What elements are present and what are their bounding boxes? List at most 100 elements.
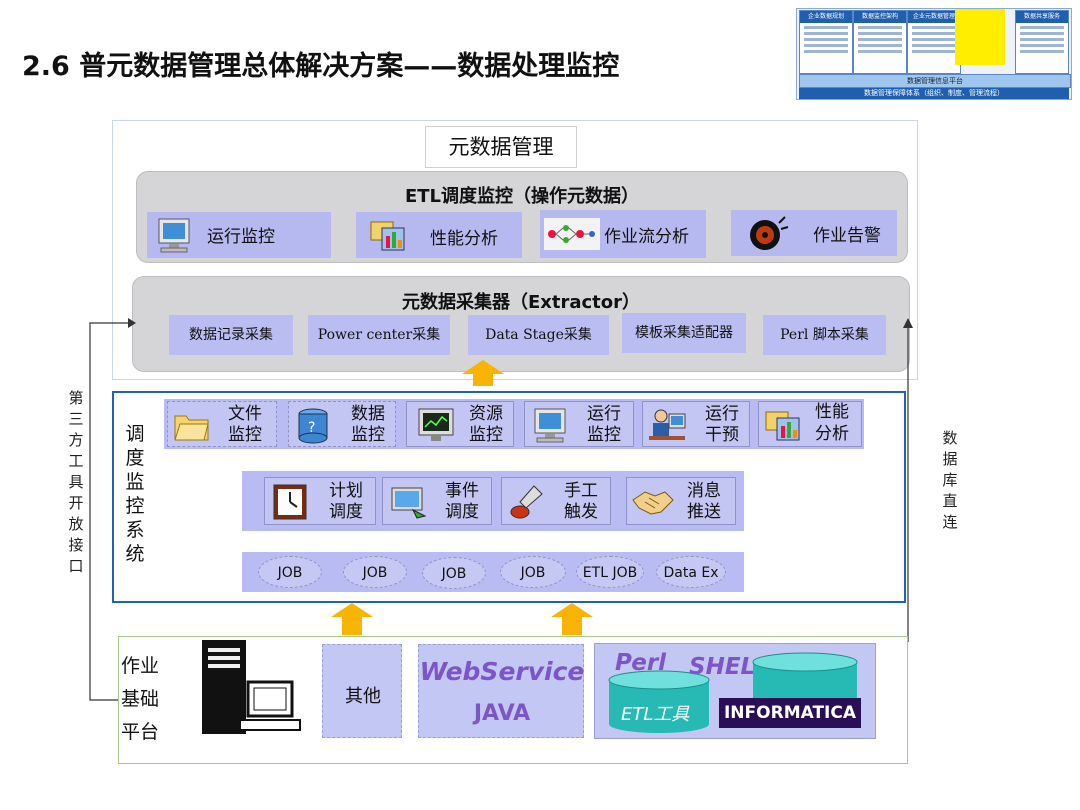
thumb-platform-bar: 数据管理信息平台 — [799, 74, 1071, 88]
webservice-java-box[interactable]: WebService JAVA — [418, 644, 584, 738]
shel-label: SHEL — [689, 654, 755, 680]
monitor-tile-resource[interactable]: 资源 监控 — [406, 401, 514, 447]
vertical-char: 开 — [66, 493, 86, 514]
monitor-tile-file[interactable]: 文件 监控 — [167, 401, 277, 447]
vertical-char: 第 — [66, 388, 86, 409]
monitor-tile-run[interactable]: 运行 监控 — [524, 401, 634, 447]
analysis-icon — [763, 406, 803, 444]
job-oval[interactable]: JOB — [258, 556, 322, 588]
server-icon — [196, 638, 306, 738]
etl-job-oval[interactable]: ETL JOB — [576, 556, 644, 588]
vertical-char: 接 — [66, 535, 86, 556]
tile-line2: 干预 — [705, 425, 739, 446]
vertical-char: 直 — [940, 491, 960, 512]
thumb-card: 企业数据规划 — [799, 10, 853, 74]
extractor-panel-title: 元数据采集器（Extractor） — [132, 288, 910, 314]
workflow-icon — [544, 218, 600, 250]
handshake-icon — [631, 484, 675, 520]
informatica-logo: INFORMATICA — [719, 698, 861, 728]
tile-line2: 调度 — [329, 502, 363, 523]
extractor-item-template[interactable]: 模板采集适配器 — [622, 313, 746, 353]
webservice-label: WebService — [419, 657, 585, 686]
vertical-char: 控 — [123, 494, 147, 518]
database-direct-label: 数据库直连 — [940, 428, 960, 533]
computer-icon — [531, 406, 571, 444]
thumb-card: 企业元数据管理 — [907, 10, 961, 74]
extractor-item-datastage[interactable]: Data Stage采集 — [468, 315, 609, 355]
job-oval[interactable]: JOB — [422, 557, 486, 589]
tile-line1: 手工 — [564, 481, 598, 502]
tile-line2: 监控 — [228, 425, 262, 446]
database-icon: ? — [293, 406, 333, 444]
base-label-line: 基础 — [121, 683, 159, 716]
etl-item-label: 作业流分析 — [604, 222, 689, 247]
etl-item-label: 作业告警 — [813, 221, 881, 246]
analysis-icon — [368, 216, 408, 254]
scheduler-label: 调度监控系统 — [123, 422, 147, 566]
etl-item-label: 运行监控 — [207, 222, 275, 247]
scheduler-label-text: 调度监控系统 — [123, 422, 147, 566]
third-party-interface-text: 第三方工具开放接口 — [66, 388, 86, 577]
base-label-line: 作业 — [121, 650, 159, 683]
tile-line2: 监控 — [587, 425, 621, 446]
svg-text:?: ? — [308, 420, 315, 436]
metadata-management-title: 元数据管理 — [425, 126, 577, 168]
computer-icon — [155, 216, 195, 254]
tile-line1: 资源 — [469, 404, 503, 425]
vertical-char: 据 — [940, 449, 960, 470]
data-exchange-oval[interactable]: Data Ex — [656, 556, 726, 588]
third-party-interface-label: 第三方工具开放接口 — [66, 388, 86, 577]
etl-item-jobflow[interactable]: 作业流分析 — [540, 210, 706, 258]
database-direct-text: 数据库直连 — [940, 428, 960, 533]
etl-item-run-monitor[interactable]: 运行监控 — [147, 212, 331, 258]
vertical-char: 数 — [940, 428, 960, 449]
up-arrow — [331, 603, 373, 635]
thumb-card-title: 数据共享服务 — [1016, 11, 1068, 23]
monitor-tile-data[interactable]: ? 数据 监控 — [288, 401, 396, 447]
up-arrow — [462, 360, 504, 386]
tile-line2: 推送 — [687, 502, 721, 523]
vertical-char: 三 — [66, 409, 86, 430]
thumb-card-title: 企业数据规划 — [800, 11, 852, 23]
other-label: 其他 — [323, 682, 403, 708]
extractor-item-record[interactable]: 数据记录采集 — [169, 315, 293, 355]
other-box[interactable]: 其他 — [322, 644, 402, 738]
hand-icon — [508, 482, 548, 522]
tile-line1: 事件 — [445, 481, 479, 502]
etl-tools-box[interactable]: Perl SHEL ETL工具 INFORMATICA — [594, 643, 876, 739]
etl-item-performance[interactable]: 性能分析 — [356, 212, 522, 258]
vertical-char: 统 — [123, 542, 147, 566]
monitor-tile-intervene[interactable]: 运行 干预 — [642, 401, 750, 447]
tile-line2: 分析 — [815, 424, 849, 445]
trigger-tile-schedule[interactable]: 计划 调度 — [264, 477, 376, 525]
vertical-char: 工 — [66, 451, 86, 472]
vertical-char: 调 — [123, 422, 147, 446]
operator-icon — [647, 406, 687, 444]
trigger-tile-manual[interactable]: 手工 触发 — [501, 477, 611, 525]
monitor-chart-icon — [417, 407, 457, 443]
tile-line1: 运行 — [705, 404, 739, 425]
extractor-item-perl[interactable]: Perl 脚本采集 — [763, 315, 886, 355]
tile-line2: 调度 — [445, 502, 479, 523]
vertical-char: 方 — [66, 430, 86, 451]
trigger-tile-message[interactable]: 消息 推送 — [626, 477, 736, 525]
tile-line1: 文件 — [228, 404, 262, 425]
tile-line1: 计划 — [329, 481, 363, 502]
tile-line2: 监控 — [469, 425, 503, 446]
trigger-tile-event[interactable]: 事件 调度 — [382, 477, 492, 525]
extractor-item-powercenter[interactable]: Power center采集 — [308, 315, 450, 355]
etl-item-alert[interactable]: 作业告警 — [731, 210, 897, 256]
thumb-card: 数据共享服务 — [1015, 10, 1069, 74]
monitor-tile-performance[interactable]: 性能 分析 — [758, 401, 862, 447]
job-oval[interactable]: JOB — [343, 556, 407, 588]
thumb-card: 数据监控架构 — [853, 10, 907, 74]
vertical-char: 度 — [123, 446, 147, 470]
etl-panel-title: ETL调度监控（操作元数据） — [136, 182, 908, 208]
overview-thumbnail: 企业数据规划 数据监控架构 企业元数据管理 数据共享服务 数据管理信息平台 数据… — [796, 8, 1072, 100]
perl-label: Perl — [615, 650, 666, 676]
folder-icon — [172, 406, 212, 444]
tile-line1: 数据 — [351, 404, 385, 425]
job-oval[interactable]: JOB — [500, 556, 566, 588]
base-label-line: 平台 — [121, 716, 159, 749]
thumb-assurance-bar: 数据管理保障体系（组织、制度、管理流程） — [799, 88, 1069, 99]
